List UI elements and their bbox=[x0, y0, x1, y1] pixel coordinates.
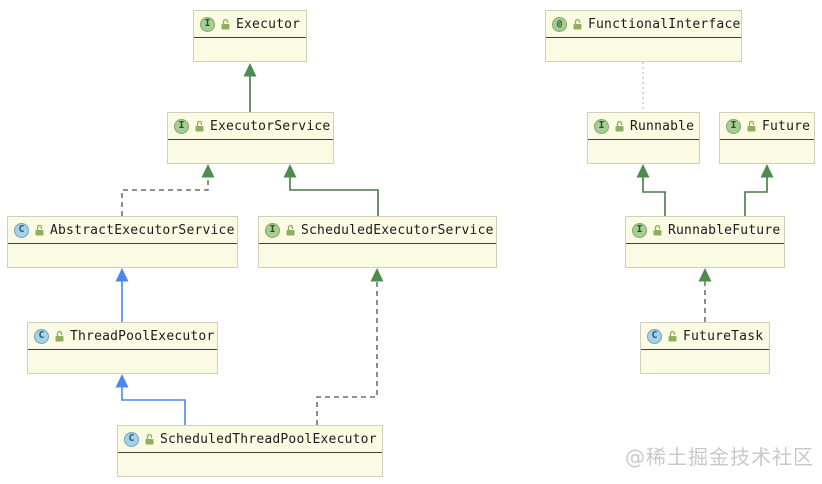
interface-icon: I bbox=[594, 118, 609, 134]
edge-futuretask-to-runnablefuture bbox=[698, 268, 712, 322]
node-body bbox=[588, 140, 699, 163]
interface-icon: I bbox=[265, 222, 280, 238]
node-header: I ExecutorService bbox=[168, 113, 333, 140]
class-node-scheduledthreadpoolexecutor[interactable]: C ScheduledThreadPoolExecutor bbox=[117, 425, 383, 477]
lock-icon bbox=[615, 120, 624, 131]
class-node-runnable[interactable]: I Runnable bbox=[587, 112, 700, 164]
class-node-abstractexecutorservice[interactable]: C AbstractExecutorService bbox=[7, 216, 238, 268]
class-icon: C bbox=[124, 431, 139, 447]
edge-runnablefuture-to-future bbox=[744, 164, 774, 216]
class-node-runnablefuture[interactable]: I RunnableFuture bbox=[625, 216, 785, 268]
node-body bbox=[546, 38, 741, 61]
edge-scheduledthreadpoolexecutor-to-scheduledexecutorservice bbox=[316, 268, 384, 425]
class-node-functionalinterface[interactable]: @ FunctionalInterface bbox=[545, 10, 742, 62]
edge-scheduledthreadpoolexecutor-to-threadpoolexecutor bbox=[115, 374, 186, 425]
watermark: @稀土掘金技术社区 bbox=[625, 445, 814, 469]
node-header: I RunnableFuture bbox=[626, 217, 784, 244]
lock-icon bbox=[668, 330, 677, 341]
node-label: FunctionalInterface bbox=[588, 16, 741, 32]
node-body bbox=[118, 453, 382, 476]
lock-icon bbox=[221, 18, 230, 29]
lock-icon bbox=[55, 330, 64, 341]
node-label: AbstractExecutorService bbox=[50, 222, 235, 238]
class-node-future[interactable]: I Future bbox=[719, 112, 815, 164]
node-label: Executor bbox=[236, 16, 301, 32]
node-label: RunnableFuture bbox=[668, 222, 781, 238]
node-body bbox=[641, 350, 769, 373]
class-icon: C bbox=[34, 328, 49, 344]
interface-icon: I bbox=[726, 118, 741, 134]
node-header: I ScheduledExecutorService bbox=[259, 217, 496, 244]
class-node-executor[interactable]: I Executor bbox=[193, 10, 307, 62]
interface-icon: I bbox=[632, 222, 647, 238]
node-body bbox=[28, 350, 217, 373]
node-header: C FutureTask bbox=[641, 323, 769, 350]
lock-icon bbox=[653, 224, 662, 235]
class-node-scheduledexecutorservice[interactable]: I ScheduledExecutorService bbox=[258, 216, 497, 268]
node-body bbox=[626, 244, 784, 267]
node-label: ThreadPoolExecutor bbox=[70, 328, 215, 344]
lock-icon bbox=[195, 120, 204, 131]
class-icon: C bbox=[14, 222, 29, 238]
lock-icon bbox=[35, 224, 44, 235]
node-header: I Runnable bbox=[588, 113, 699, 140]
node-label: ExecutorService bbox=[210, 118, 331, 134]
node-body bbox=[168, 140, 333, 163]
class-icon: C bbox=[647, 328, 662, 344]
node-header: C ThreadPoolExecutor bbox=[28, 323, 217, 350]
interface-icon: I bbox=[174, 118, 189, 134]
node-header: I Future bbox=[720, 113, 814, 140]
class-node-executorservice[interactable]: I ExecutorService bbox=[167, 112, 334, 164]
lock-icon bbox=[747, 120, 756, 131]
edge-executorservice-to-executor bbox=[243, 63, 257, 112]
lock-icon bbox=[145, 433, 154, 444]
edge-abstractexecutorservice-to-executorservice bbox=[121, 164, 215, 216]
node-label: FutureTask bbox=[683, 328, 764, 344]
class-node-threadpoolexecutor[interactable]: C ThreadPoolExecutor bbox=[27, 322, 218, 374]
node-body bbox=[259, 244, 496, 267]
lock-icon bbox=[573, 18, 582, 29]
node-body bbox=[720, 140, 814, 163]
annotation-icon: @ bbox=[552, 16, 567, 32]
edge-threadpoolexecutor-to-abstractexecutorservice bbox=[115, 268, 129, 322]
node-label: ScheduledExecutorService bbox=[301, 222, 494, 238]
interface-icon: I bbox=[200, 16, 215, 32]
node-header: C AbstractExecutorService bbox=[8, 217, 237, 244]
node-label: Runnable bbox=[630, 118, 695, 134]
node-header: C ScheduledThreadPoolExecutor bbox=[118, 426, 382, 453]
node-header: I Executor bbox=[194, 11, 306, 38]
edge-scheduledexecutorservice-to-executorservice bbox=[283, 164, 379, 216]
node-header: @ FunctionalInterface bbox=[546, 11, 741, 38]
edge-runnablefuture-to-runnable bbox=[636, 164, 666, 216]
node-body bbox=[8, 244, 237, 267]
lock-icon bbox=[286, 224, 295, 235]
node-body bbox=[194, 38, 306, 61]
class-node-futuretask[interactable]: C FutureTask bbox=[640, 322, 770, 374]
node-label: ScheduledThreadPoolExecutor bbox=[160, 431, 377, 447]
node-label: Future bbox=[762, 118, 811, 134]
